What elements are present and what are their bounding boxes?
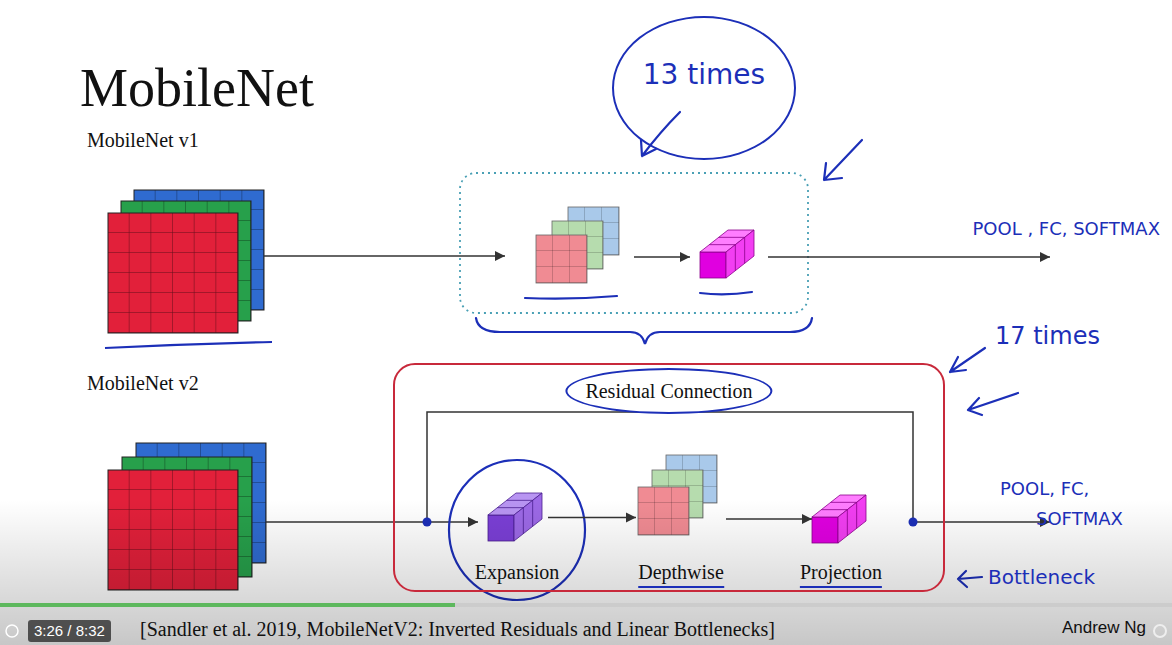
hand-note: 17 times	[995, 322, 1100, 351]
repeat-callout: 13 times	[612, 16, 796, 160]
section-label: MobileNet v1	[87, 128, 199, 152]
block-heading: Residual Connection	[565, 368, 772, 414]
depthwise-filters	[536, 207, 619, 283]
settings-icon	[1154, 625, 1166, 637]
hand-note: POOL , FC, SOFTMAX	[972, 218, 1160, 240]
player-icon	[6, 625, 18, 637]
projection-layer: Projection	[812, 495, 870, 551]
input-volume	[108, 190, 264, 333]
layer-label: Projection	[800, 560, 882, 588]
layer-label: Expansion	[475, 560, 559, 584]
player-shade	[0, 500, 1172, 645]
presenter-name: Andrew Ng	[1062, 618, 1146, 638]
bottleneck-block: Residual ConnectionExpansionDepthwisePro…	[393, 363, 945, 592]
hand-underline	[105, 342, 272, 348]
expansion-layer: Expansion	[486, 492, 548, 554]
hand-note: POOL, FC, SOFTMAX	[1000, 474, 1156, 534]
pointwise-cube	[700, 230, 754, 278]
flow-arrows	[264, 256, 1050, 257]
flow-arrow	[548, 517, 636, 519]
repeat-count: 13 times	[643, 58, 765, 92]
progress-played	[0, 603, 455, 607]
hand-note: Bottleneck	[988, 565, 1095, 589]
depthwise-layer: Depthwise	[636, 453, 726, 543]
slide-title: MobileNet	[80, 56, 314, 121]
flow-arrow	[726, 518, 812, 520]
section-label: MobileNet v2	[87, 371, 199, 395]
progress-track	[0, 603, 1172, 607]
video-time: 3:26 / 8:32	[28, 620, 111, 642]
layer-label: Depthwise	[638, 560, 724, 588]
citation-caption: [Sandler et al. 2019, MobileNetV2: Inver…	[140, 617, 775, 641]
dotted-block-outline	[460, 173, 808, 313]
